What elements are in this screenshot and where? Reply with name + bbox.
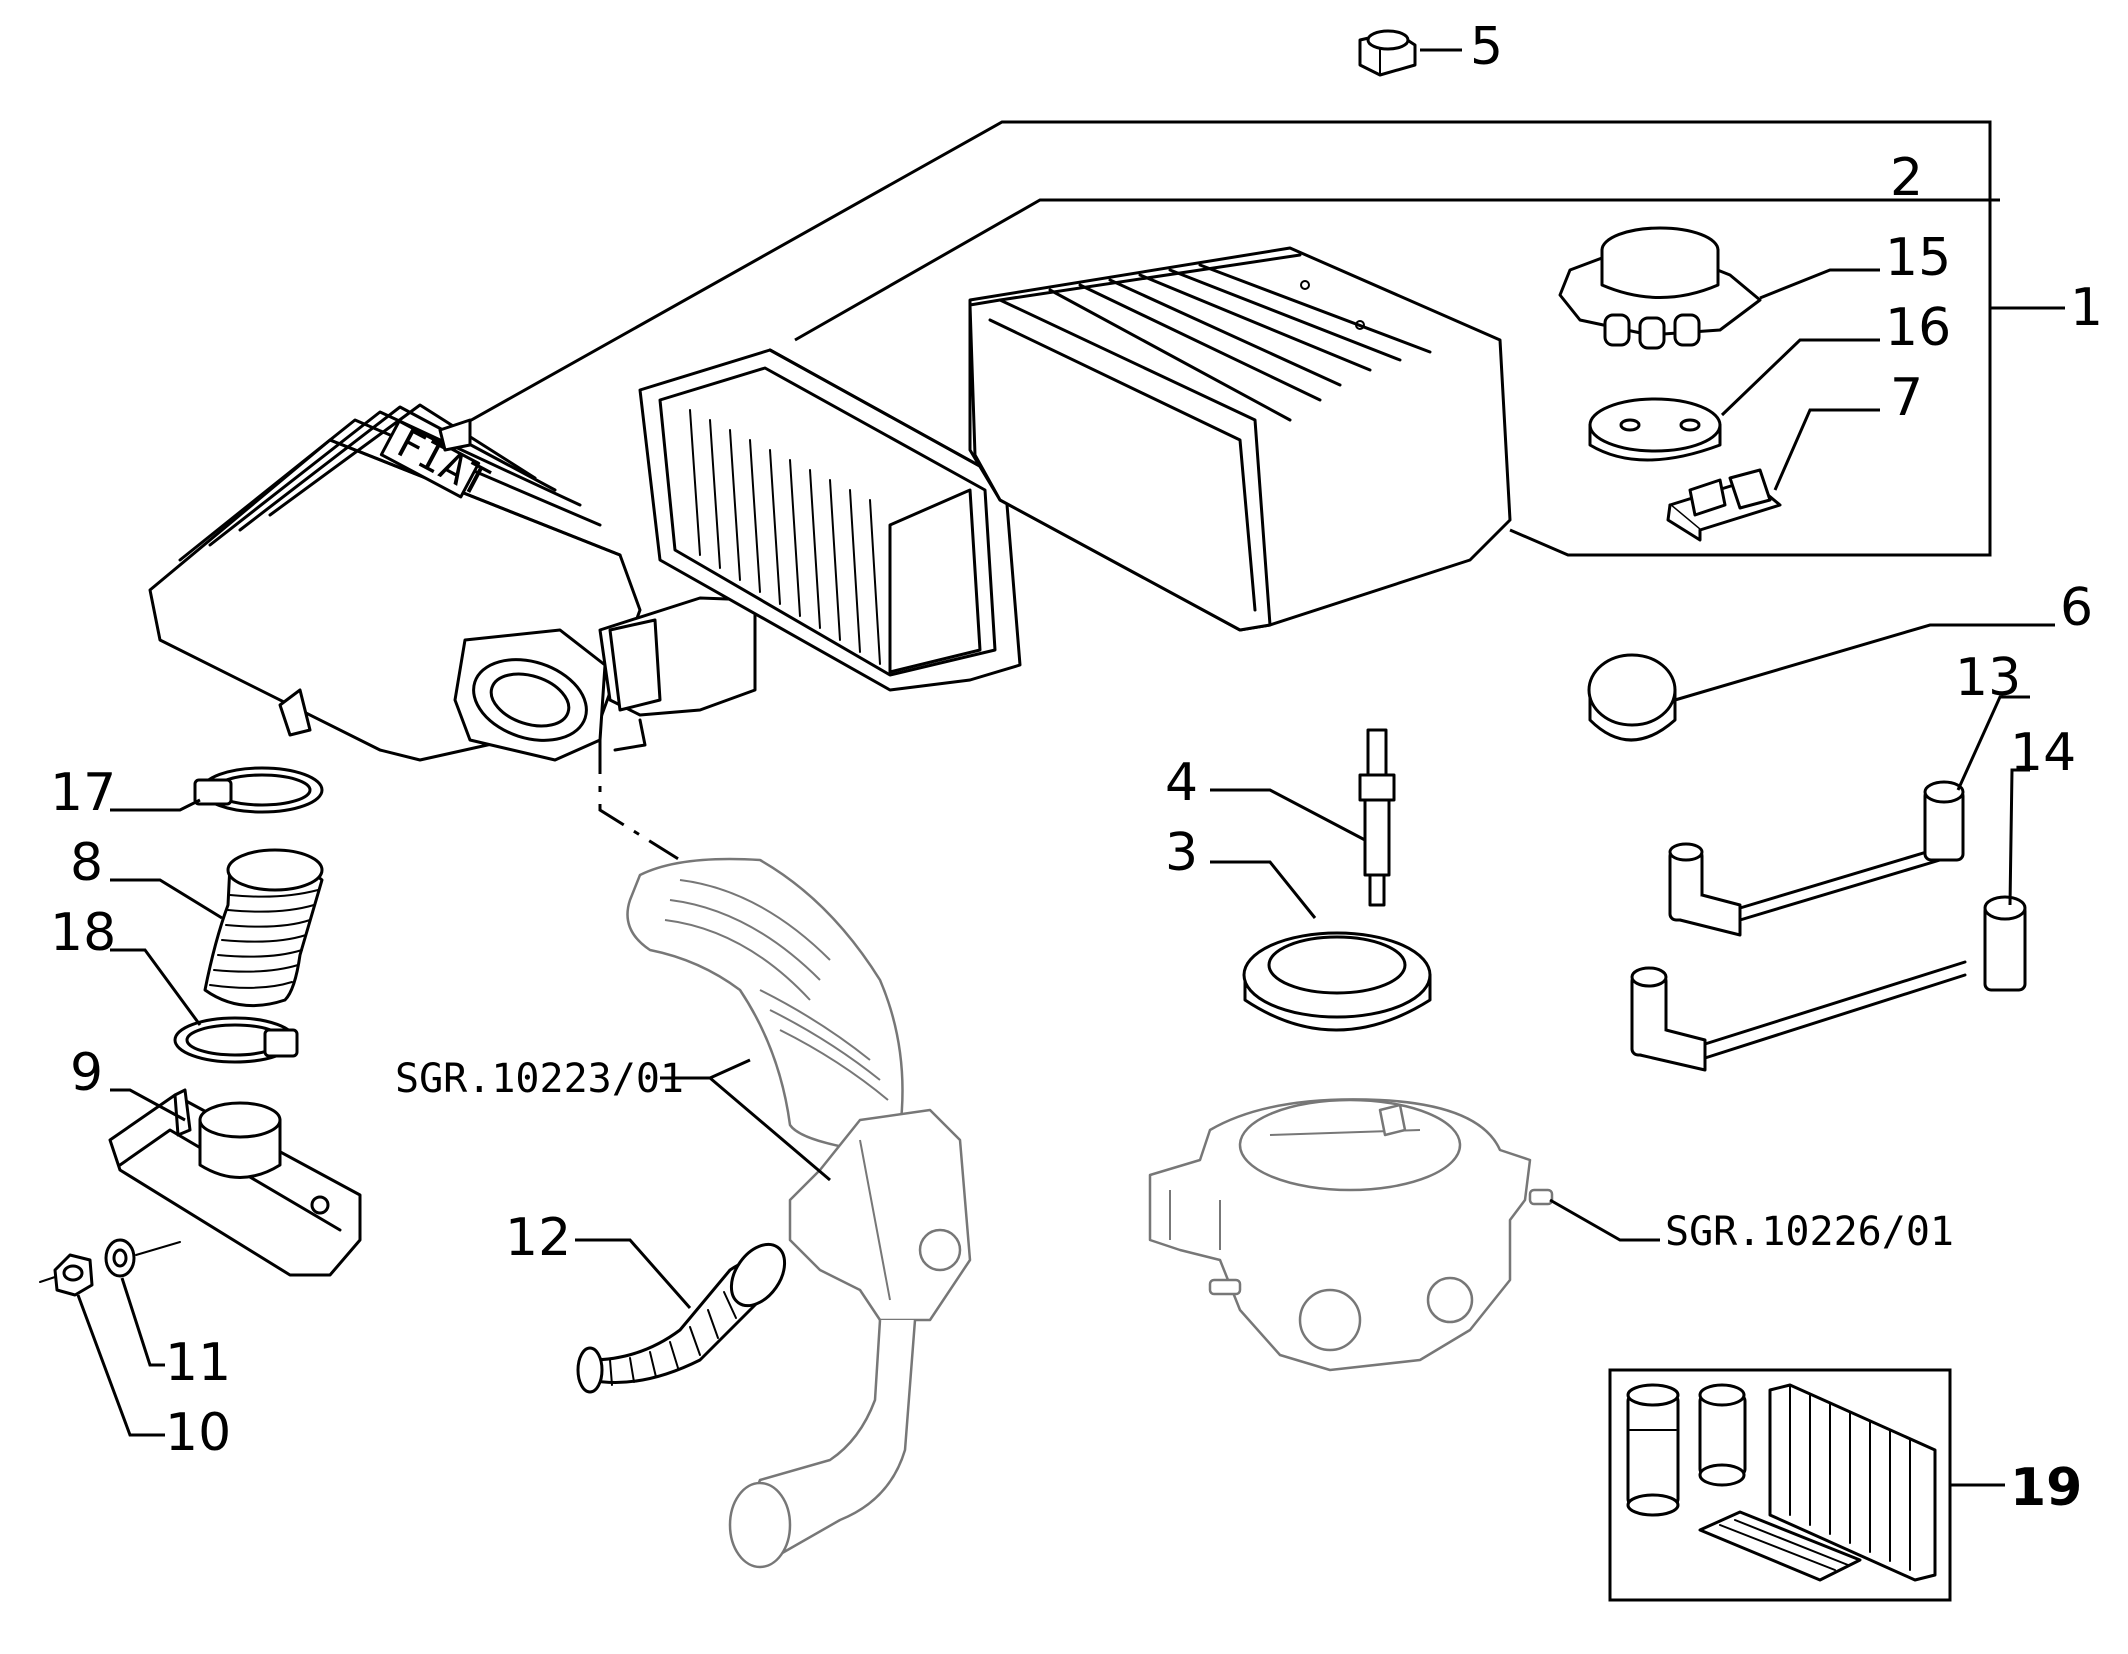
callout-13: 13 — [1955, 648, 2021, 708]
callout-17: 17 — [50, 763, 116, 823]
ghost-throttle-body — [1148, 1098, 1554, 1372]
centerline — [598, 740, 681, 862]
oil-filter-icon-small — [1698, 1383, 1747, 1487]
leader-3 — [1210, 860, 1317, 919]
callout-8: 8 — [70, 833, 103, 893]
panel-filter-element — [638, 348, 1022, 692]
mount-bracket — [108, 1088, 362, 1277]
leader-17 — [110, 798, 201, 812]
callout-14: 14 — [2010, 723, 2076, 783]
reference-hose-assembly: SGR.10223/01 — [395, 1056, 684, 1102]
leader-throttle-body — [1549, 1198, 1660, 1242]
leader-13 — [1956, 695, 2030, 791]
callout-1: 1 — [2070, 278, 2103, 338]
nut-10 — [53, 1253, 94, 1297]
breather-hose-13 — [1668, 780, 1965, 937]
callout-19: 19 — [2010, 1458, 2082, 1518]
leader-15 — [1759, 268, 1880, 300]
plug-cap — [1587, 653, 1677, 742]
callout-9: 9 — [70, 1043, 103, 1103]
air-filter-icon — [1768, 1383, 1937, 1582]
callout-16: 16 — [1885, 298, 1951, 358]
ghost-intake-duct — [626, 857, 904, 1152]
leader-11 — [120, 1277, 165, 1367]
callout-6: 6 — [2060, 578, 2093, 638]
hose-clamp-17 — [193, 766, 324, 814]
oil-filter-icon-large — [1626, 1383, 1680, 1517]
leader-18 — [110, 948, 202, 1026]
thermostatic-valve — [1558, 226, 1762, 350]
intake-bellows — [203, 848, 324, 1008]
callout-10: 10 — [165, 1403, 231, 1463]
reference-throttle-body: SGR.10226/01 — [1665, 1209, 1954, 1255]
cabin-filter-icon — [1698, 1510, 1862, 1582]
group-leader-2 — [794, 198, 2000, 342]
retaining-clip — [1666, 468, 1782, 542]
leader-8 — [110, 878, 223, 920]
callout-15: 15 — [1885, 228, 1951, 288]
callout-3: 3 — [1165, 823, 1198, 883]
washer-11 — [104, 1238, 136, 1278]
grommet-ring — [1242, 931, 1432, 1032]
callout-7: 7 — [1890, 368, 1923, 428]
group-leader-1 — [449, 120, 2065, 557]
leader-6 — [1674, 623, 2055, 702]
nut — [1358, 29, 1417, 77]
ghost-plenum — [728, 1108, 972, 1569]
corrugated-hose — [576, 1242, 787, 1394]
callout-11: 11 — [165, 1333, 231, 1393]
callout-4: 4 — [1165, 753, 1198, 813]
callout-5: 5 — [1470, 17, 1503, 77]
valve-seal — [1588, 397, 1722, 462]
callout-2: 2 — [1890, 148, 1923, 208]
breather-hose-14 — [1630, 895, 2027, 1072]
leader-14 — [2008, 768, 2030, 906]
service-kit-box — [1608, 1368, 1952, 1602]
air-cleaner-lower-housing: FIAT — [148, 403, 757, 762]
air-cleaner-upper-housing — [968, 246, 1512, 632]
callout-12: 12 — [505, 1208, 571, 1268]
leader-7 — [1773, 408, 1880, 491]
leader-12 — [575, 1238, 692, 1309]
callout-18: 18 — [50, 903, 116, 963]
leader-16 — [1720, 338, 1880, 417]
filter-pleats — [689, 409, 881, 665]
stud-fitting — [1358, 728, 1396, 907]
leader-10 — [76, 1294, 165, 1437]
leader-4 — [1210, 788, 1366, 842]
hose-clamp-18 — [173, 1016, 299, 1064]
leader-9 — [110, 1088, 186, 1122]
